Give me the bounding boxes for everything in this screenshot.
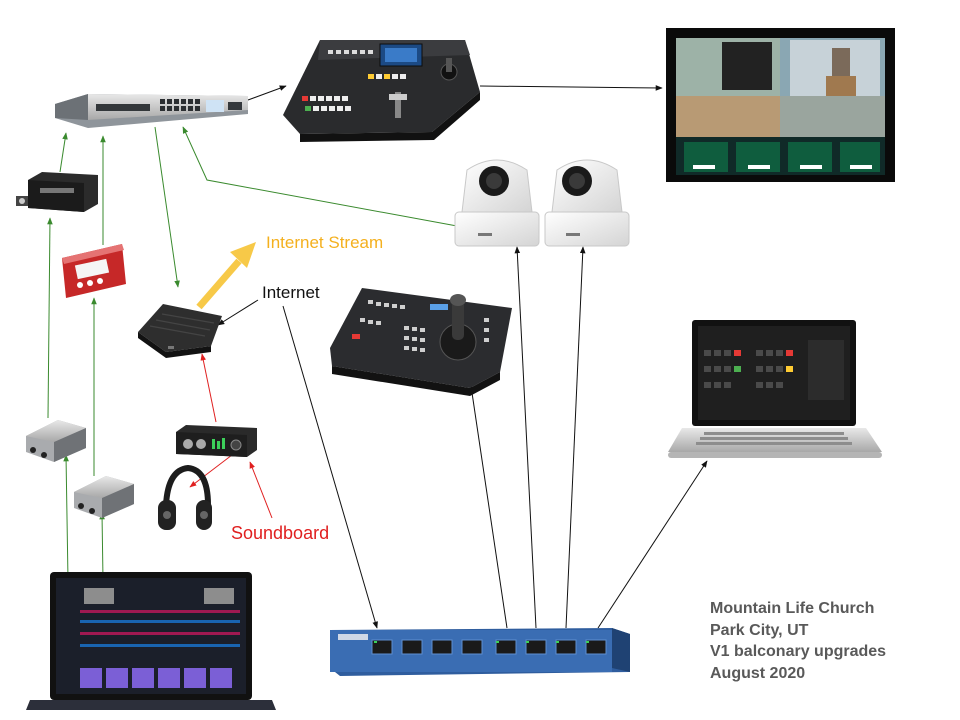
- link-internet-to-encoder: [217, 299, 259, 326]
- link-soundboard-to-audio-interface: [249, 461, 273, 519]
- label-internet: Internet: [262, 283, 320, 302]
- ptz-camera-icon: [544, 159, 630, 247]
- link-camera-to-router: [182, 126, 458, 227]
- streaming-encoder-icon: [138, 304, 222, 358]
- sdi-converter-icon: [26, 420, 86, 462]
- program-monitor-icon: [666, 28, 895, 182]
- distribution-amplifier-icon: [16, 172, 98, 212]
- audio-interface-icon: [176, 425, 257, 457]
- link-audio-interface-to-headphones: [189, 454, 233, 488]
- link-switch-to-joystick: [469, 385, 508, 629]
- link-da-to-router: [59, 132, 68, 173]
- caption-line-project: V1 balconary upgrades: [710, 643, 887, 660]
- link-switch-to-camera2: [565, 246, 586, 629]
- caption-line-location: Park City, UT: [710, 621, 809, 639]
- ptz-camera-icon: [454, 159, 540, 247]
- sdi-converter-icon: [74, 476, 134, 518]
- link-laptop-to-sdi1: [63, 454, 69, 581]
- link-audio-interface-to-encoder: [200, 353, 217, 423]
- connections: [47, 85, 708, 629]
- link-router-to-encoder: [154, 126, 180, 288]
- caption-block: Mountain Life Church Park City, UT V1 ba…: [710, 598, 886, 684]
- headphones-icon: [158, 464, 212, 530]
- caption-line-date: August 2020: [710, 664, 806, 682]
- caption-line-church: Mountain Life Church: [710, 600, 875, 617]
- atem-switcher-panel-icon: [283, 40, 480, 142]
- network-switch-icon: [330, 628, 630, 676]
- link-switch-to-camera1: [514, 246, 537, 629]
- laptop-media-server-icon: [26, 572, 276, 710]
- link-sdi1-to-da: [47, 217, 53, 419]
- link-internet-to-network-switch: [282, 305, 378, 629]
- link-router-to-switcher: [247, 85, 287, 101]
- link-switch-to-control-laptop: [597, 460, 708, 629]
- link-switcher-to-monitor: [479, 85, 663, 91]
- converter-red-icon: [62, 244, 126, 298]
- laptop-software-control-icon: [668, 320, 882, 458]
- label-soundboard: Soundboard: [231, 523, 330, 543]
- stream-arrow: [196, 242, 256, 310]
- label-internet-stream: Internet Stream: [266, 233, 384, 252]
- link-laptop-to-sdi2: [99, 512, 105, 581]
- ptz-joystick-controller-icon: [330, 288, 512, 396]
- video-router-icon: [55, 94, 248, 128]
